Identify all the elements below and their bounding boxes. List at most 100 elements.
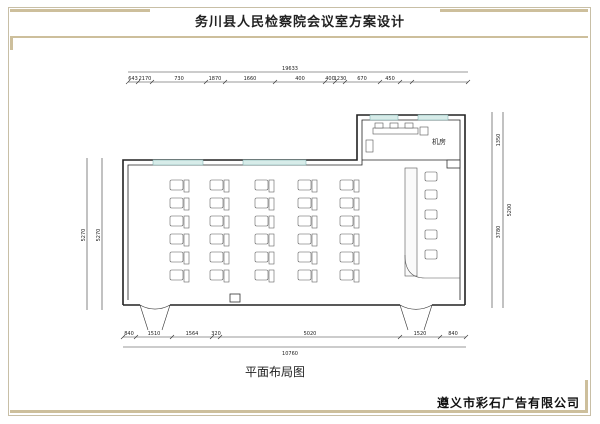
chair [169,251,184,263]
chair [297,197,312,209]
bottom-tick-6 [437,334,443,340]
left-dim-label-1: 5270 [96,229,102,242]
chair [339,197,354,209]
top-tick-11 [409,79,415,85]
bottom-tick-7 [463,334,469,340]
seat-0-5 [169,269,190,283]
top-dim-label-6: 400 [325,76,335,82]
door-leaf-left-1 [139,304,149,331]
desk [353,233,360,247]
chair [297,233,312,245]
desk [223,197,230,211]
company-name: 遵义市彩石广告有限公司 [436,396,580,410]
top-dim-label-3: 1870 [209,76,222,82]
seat-4-3 [339,233,360,247]
server-monitor-1 [374,122,384,129]
top-tick-12 [465,79,471,85]
seat-1-3 [209,233,230,247]
desk [353,269,360,283]
corner-bar-bottom [10,410,588,413]
seat-0-4 [169,251,190,265]
seat-2-1 [254,197,275,211]
desk [223,179,230,193]
window-4 [417,114,449,121]
seat-3-3 [297,233,318,247]
bottom-tick-1 [133,334,139,340]
bottom-dim-label-0: 840 [124,331,134,337]
chair [297,269,312,281]
chair [297,251,312,263]
plan-caption: 平面布局图 [244,365,305,379]
desk [268,233,275,247]
server-monitor-3 [404,122,414,129]
seat-0-0 [169,179,190,193]
server-room-label: 机房 [432,137,446,146]
chair [297,215,312,227]
door-arc-right [399,304,433,310]
desk [223,251,230,265]
chair [209,233,224,245]
chair [169,197,184,209]
desk [311,179,318,193]
desk [223,269,230,283]
seat-4-1 [339,197,360,211]
chair [254,269,269,281]
door-leaf-right-2 [423,304,433,331]
desk [311,233,318,247]
outer-wall [122,114,466,305]
bottom-total-label: 10760 [282,351,298,357]
seat-2-3 [254,233,275,247]
seat-0-3 [169,233,190,247]
top-tick-10 [397,79,403,85]
side-chair-1 [424,189,438,200]
side-curve [404,254,460,279]
desk [183,233,190,247]
desk [223,233,230,247]
bottom-tick-4 [217,334,223,340]
corner-bar-left [10,38,13,50]
side-chair-4 [424,249,438,260]
top-tick-6 [322,79,328,85]
chair [169,179,184,191]
desk [183,251,190,265]
top-dim-label-8: 670 [357,76,367,82]
desk [268,251,275,265]
desk [311,197,318,211]
left-dim-label-0: 5270 [81,229,87,242]
chair [297,179,312,191]
desk [183,179,190,193]
desk [353,179,360,193]
side-table [404,167,418,277]
seat-3-4 [297,251,318,265]
chair [339,251,354,263]
server-desk [372,127,419,135]
top-tick-8 [342,79,348,85]
top-dim-label-5: 400 [295,76,305,82]
top-dim-label-2: 730 [174,76,184,82]
bottom-tick-3 [209,334,215,340]
desk [268,197,275,211]
seat-2-2 [254,215,275,229]
top-tick-4 [222,79,228,85]
chair [254,233,269,245]
desk [268,179,275,193]
chair [169,233,184,245]
chair [339,269,354,281]
side-chair-0 [424,171,438,182]
desk [268,269,275,283]
chair [254,179,269,191]
side-chair-3 [424,229,438,240]
desk [353,197,360,211]
seat-3-5 [297,269,318,283]
seat-4-4 [339,251,360,265]
bottom-dim-label-3: 320 [211,331,221,337]
seat-4-5 [339,269,360,283]
top-tick-2 [149,79,155,85]
chair [209,269,224,281]
chair [169,269,184,281]
seat-4-0 [339,179,360,193]
seat-1-1 [209,197,230,211]
chair [169,215,184,227]
desk [311,215,318,229]
door-leaf-left-2 [161,304,171,331]
